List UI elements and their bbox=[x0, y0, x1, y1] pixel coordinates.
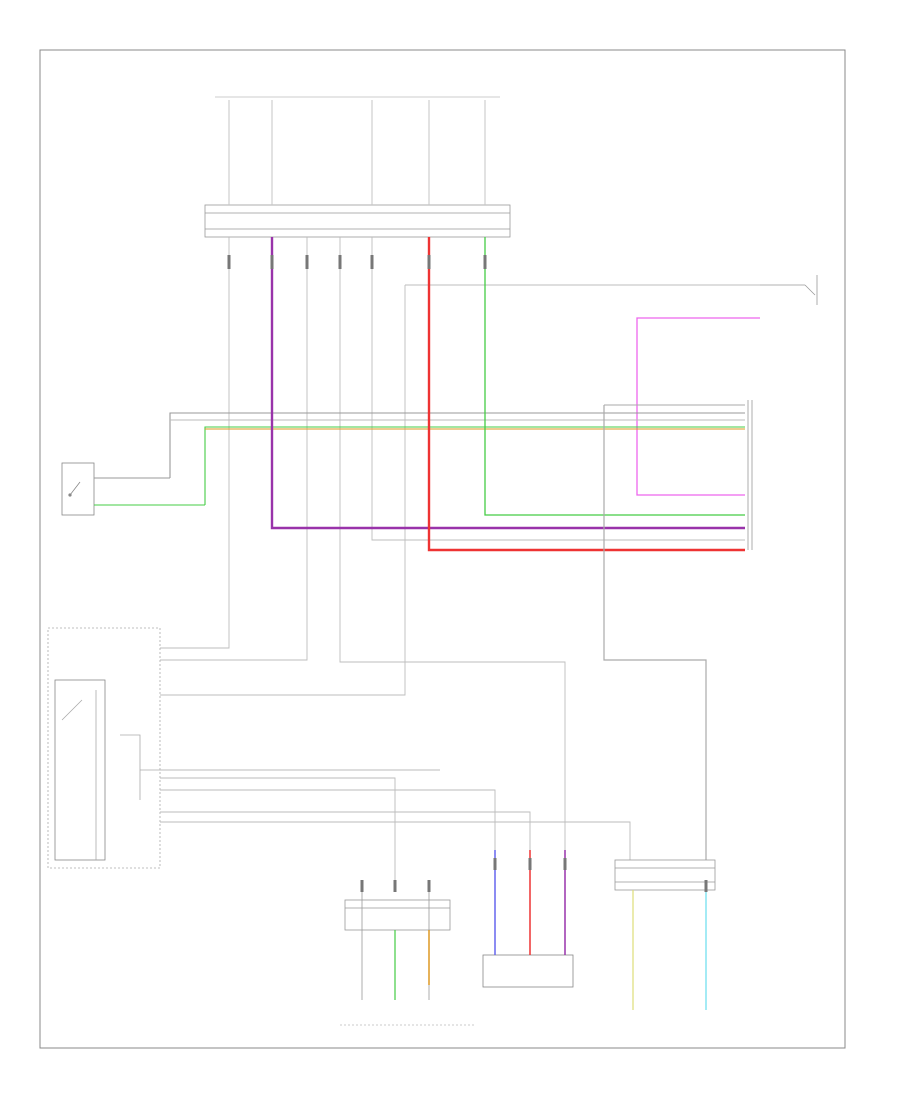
lower-connector-mark-7 bbox=[704, 880, 708, 892]
lower-connector-mark-4 bbox=[493, 858, 497, 870]
connector-mark-4 bbox=[338, 255, 342, 269]
diagram-frame bbox=[39, 49, 846, 1049]
lower-connector-mark-1 bbox=[360, 880, 364, 892]
green-main-wire bbox=[484, 237, 745, 516]
mid-drop-wires bbox=[160, 237, 760, 880]
top-connector-block bbox=[204, 204, 511, 238]
grey-right-wire bbox=[603, 405, 707, 860]
lower-connector-mark-3 bbox=[427, 880, 431, 892]
connector-mark-6 bbox=[427, 255, 431, 269]
lower-left-module bbox=[344, 880, 451, 1000]
lower-right-module bbox=[614, 859, 716, 891]
connector-mark-7 bbox=[483, 255, 487, 269]
harness-lines bbox=[169, 404, 745, 505]
connector-mark-1 bbox=[227, 255, 231, 269]
meter-output-lines bbox=[160, 769, 631, 880]
lower-connector-mark-5 bbox=[528, 858, 532, 870]
connector-mark-3 bbox=[305, 255, 309, 269]
purple-main-wire bbox=[270, 237, 745, 530]
connector-marks bbox=[227, 255, 708, 892]
top-feed-wires bbox=[228, 100, 486, 205]
combination-meter bbox=[47, 627, 161, 869]
right-switch bbox=[760, 275, 818, 305]
connector-mark-2 bbox=[270, 255, 274, 269]
right-connector bbox=[747, 400, 753, 550]
red-main-wire bbox=[427, 237, 745, 552]
left-sensor-leads bbox=[94, 477, 205, 506]
magenta-loop-wire bbox=[636, 317, 760, 496]
left-sensor bbox=[61, 462, 95, 516]
lower-connector-mark-6 bbox=[563, 858, 567, 870]
vehicle-speed-sensor bbox=[482, 954, 574, 988]
lower-connector-mark-2 bbox=[393, 880, 397, 892]
connector-mark-5 bbox=[370, 255, 374, 269]
